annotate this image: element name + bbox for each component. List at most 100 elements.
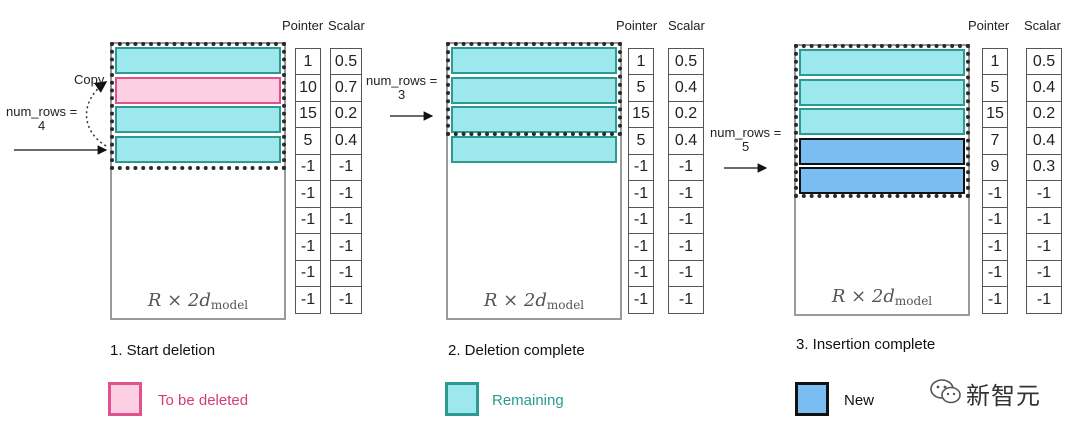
table-cell: -1	[628, 234, 654, 261]
matrix-row	[799, 137, 965, 165]
step-label-1: 1. Start deletion	[110, 342, 216, 359]
num-rows-label: num_rows =	[710, 125, 782, 140]
table-cell: -1	[295, 207, 321, 234]
table-cell: 0.2	[668, 101, 704, 128]
table-cell: -1	[982, 287, 1008, 314]
table-cell: -1	[1026, 207, 1062, 234]
table-cell: -1	[295, 234, 321, 261]
num-rows-value: 4	[37, 118, 46, 133]
table-cell: 15	[628, 101, 654, 128]
table-cell: -1	[1026, 181, 1062, 208]
table-cell: -1	[668, 234, 704, 261]
num-rows-value: 3	[397, 87, 406, 102]
matrix-row	[799, 167, 965, 194]
table-cell: 5	[295, 128, 321, 155]
pointer-header-3: Pointer	[968, 18, 1010, 33]
table-cell: -1	[628, 260, 654, 287]
matrix-row	[799, 78, 965, 106]
table-cell: -1	[668, 287, 704, 314]
table-cell: 0.5	[668, 48, 704, 75]
scalar-header-1: Scalar	[328, 18, 365, 33]
table-cell: 0.5	[330, 48, 362, 75]
pointer-header-2: Pointer	[616, 18, 658, 33]
table-cell: 1	[982, 48, 1008, 75]
wechat-logo-icon	[930, 379, 961, 404]
legend-label-new: New	[844, 392, 875, 409]
table-cell: 1	[295, 48, 321, 75]
table-cell: 0.3	[1026, 154, 1062, 181]
table-cell: 0.7	[330, 75, 362, 102]
table-cell: -1	[1026, 234, 1062, 261]
legend-swatch-remaining	[445, 382, 479, 416]
num-rows-note-1: num_rows = 4	[6, 105, 77, 133]
table-cell: -1	[668, 154, 704, 181]
step-label-3: 3. Insertion complete	[796, 336, 936, 353]
table-cell: 9	[982, 154, 1008, 181]
table-cell: 7	[982, 128, 1008, 155]
copy-arrow	[85, 81, 108, 147]
legend-label-to-be-deleted: To be deleted	[158, 392, 249, 409]
table-cell: -1	[1026, 287, 1062, 314]
table-cell: -1	[295, 287, 321, 314]
table-cell: 15	[982, 101, 1008, 128]
matrix-row	[451, 76, 617, 104]
table-cell: -1	[330, 234, 362, 261]
table-cell: -1	[982, 234, 1008, 261]
matrix-row	[115, 106, 281, 133]
matrix-row	[799, 108, 965, 135]
legend-swatch-to-be-deleted	[108, 382, 142, 416]
table-cell: -1	[628, 154, 654, 181]
table-cell: -1	[628, 287, 654, 314]
matrix-row	[451, 47, 617, 74]
table-cell: -1	[982, 207, 1008, 234]
table-cell: -1	[330, 207, 362, 234]
table-cell: -1	[330, 260, 362, 287]
table-cell: -1	[295, 260, 321, 287]
table-cell: 5	[628, 128, 654, 155]
matrix-row	[799, 49, 965, 76]
pointer-header-1: Pointer	[282, 18, 324, 33]
step-label-2: 2. Deletion complete	[448, 342, 585, 359]
table-cell: 5	[628, 75, 654, 102]
table-cell: 0.4	[1026, 128, 1062, 155]
matrix-row	[115, 47, 281, 74]
scalar-header-3: Scalar	[1024, 18, 1061, 33]
num-rows-label: num_rows =	[366, 73, 438, 88]
table-cell: 0.5	[1026, 48, 1062, 75]
matrix-row	[115, 135, 281, 163]
table-cell: -1	[668, 260, 704, 287]
table-cell: -1	[330, 154, 362, 181]
table-cell: -1	[628, 207, 654, 234]
memory-matrix-3: R × 2dmodel	[794, 44, 970, 316]
memory-matrix-2: R × 2dmodel	[446, 42, 622, 320]
table-cell: 1	[628, 48, 654, 75]
table-cell: 15	[295, 101, 321, 128]
table-cell: -1	[330, 287, 362, 314]
table-cell: -1	[295, 181, 321, 208]
table-cell: 10	[295, 75, 321, 102]
table-cell: 0.4	[1026, 75, 1062, 102]
legend-label-remaining: Remaining	[492, 392, 564, 409]
num-rows-label: num_rows =	[6, 104, 78, 119]
table-cell: 0.2	[1026, 101, 1062, 128]
num-rows-value: 5	[741, 139, 750, 154]
table-cell: 0.4	[668, 75, 704, 102]
table-cell: -1	[668, 207, 704, 234]
table-cell: -1	[982, 260, 1008, 287]
num-rows-note-3: num_rows = 5	[710, 126, 781, 154]
table-cell: -1	[330, 181, 362, 208]
matrix-dimension-label: R × 2dmodel	[147, 290, 249, 312]
table-cell: -1	[295, 154, 321, 181]
table-cell: -1	[668, 181, 704, 208]
memory-matrix-1: R × 2dmodel	[110, 42, 286, 320]
table-cell: 5	[982, 75, 1008, 102]
matrix-row	[451, 135, 617, 163]
matrix-dimension-label: R × 2dmodel	[483, 290, 585, 312]
